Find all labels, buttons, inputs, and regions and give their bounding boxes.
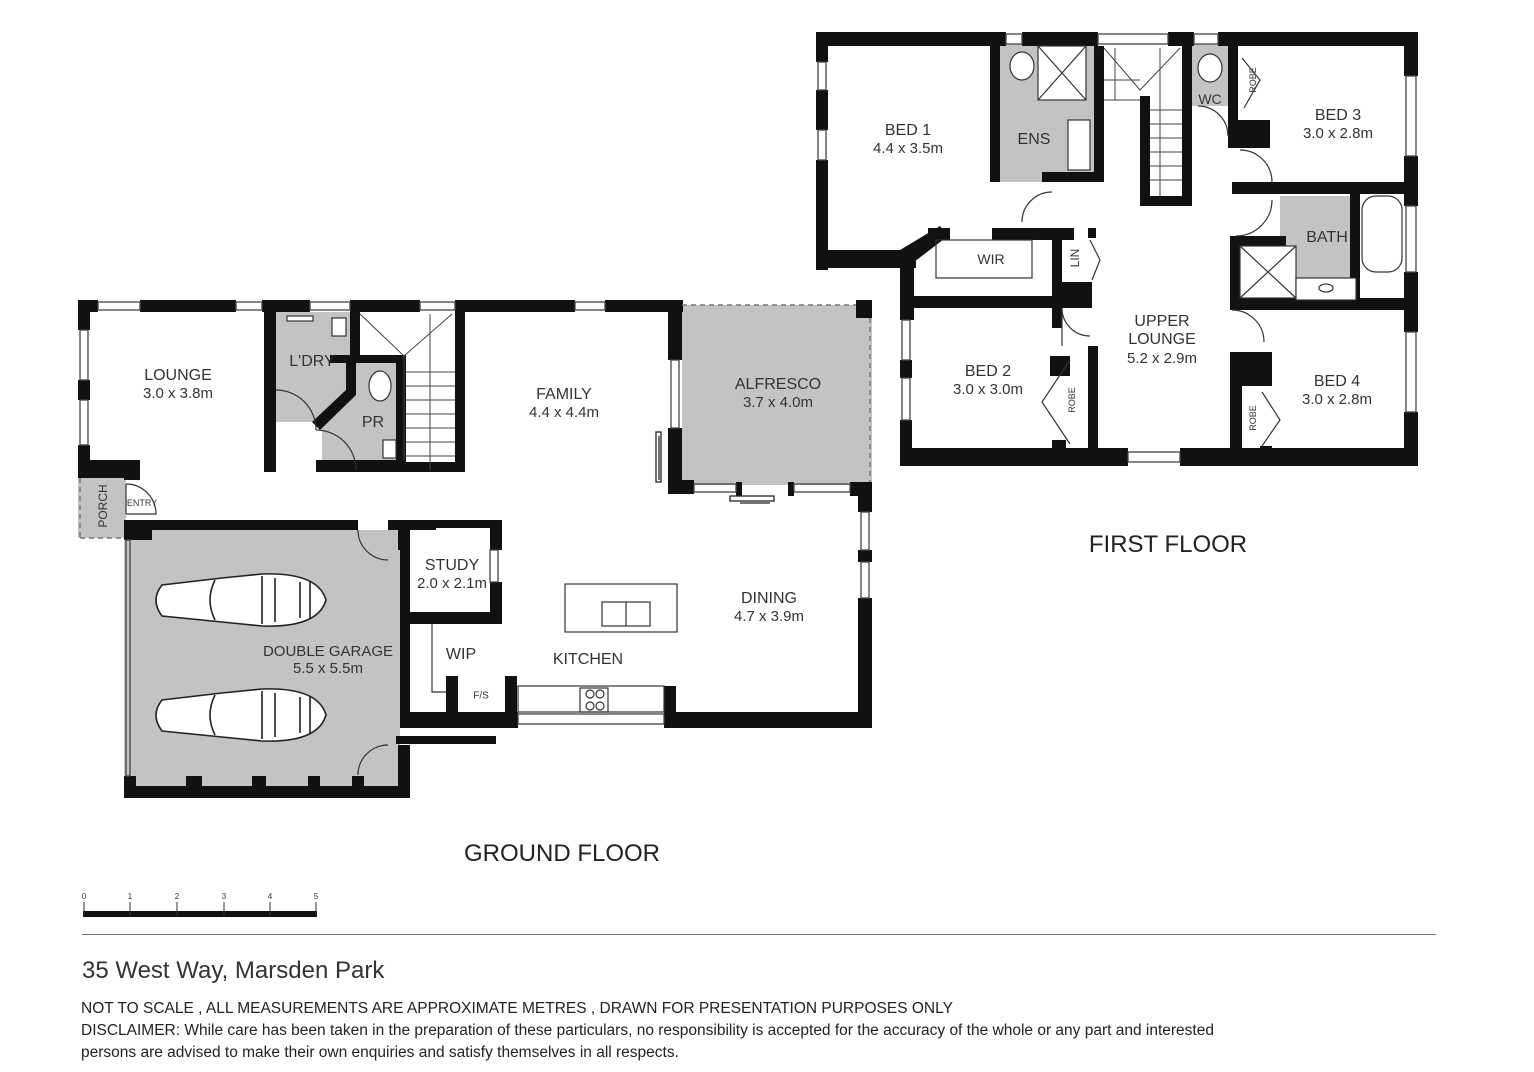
room-name: STUDY [424, 557, 480, 575]
first-floor-title: FIRST FLOOR [1088, 531, 1248, 558]
ground-fixtures [286, 315, 678, 713]
room-name: LOUNGE [144, 367, 212, 385]
room-dimensions: 3.0 x 3.0m [952, 381, 1024, 399]
room-dimensions: 5.5 x 5.5m [292, 660, 364, 677]
room-label-lounge: LOUNGE 3.0 x 3.8m [143, 367, 213, 403]
room-label-kitchen: KITCHEN [553, 651, 623, 669]
room-label-alfresco: ALFRESCO 3.7 x 4.0m [735, 376, 821, 412]
room-name: BED 2 [964, 363, 1012, 381]
scale-tick-label: 4 [267, 892, 273, 901]
room-dimensions: 5.2 x 2.9m [1126, 349, 1198, 367]
room-label-bath: BATH [1306, 229, 1347, 247]
scale-tick-label: 2 [174, 892, 180, 901]
room-name: BED 3 [1314, 107, 1362, 125]
room-label-bed-1: BED 1 4.4 x 3.5m [873, 122, 943, 158]
room-label-linen: LIN [1068, 248, 1083, 268]
room-name: BATH [1306, 228, 1348, 246]
room-name-line2: LOUNGE [1128, 331, 1196, 349]
room-name: DINING [740, 590, 797, 608]
room-dimensions: 3.0 x 2.8m [1301, 391, 1373, 409]
room-label-wir: WIR [977, 251, 1004, 267]
garage-cars [155, 573, 327, 742]
room-name: ROBE [1066, 387, 1077, 413]
room-label-robe-bed2: ROBE [1067, 387, 1077, 413]
room-label-robe-bed3: ROBE [1248, 67, 1258, 93]
room-name: WC [1198, 90, 1222, 107]
ground-floor-windows [79, 301, 870, 777]
room-name: DOUBLE GARAGE [262, 642, 394, 660]
room-label-wip: WIP [446, 646, 476, 664]
room-dimensions: 3.7 x 4.0m [742, 394, 814, 412]
room-name: BED 1 [884, 122, 932, 140]
room-dimensions: 3.0 x 2.8m [1302, 125, 1374, 143]
ground-floor-doors [125, 389, 389, 776]
room-name: ROBE [1247, 405, 1258, 431]
room-label-ensuite: ENS [1018, 131, 1051, 149]
room-dimensions: 3.0 x 3.8m [142, 385, 214, 403]
alfresco-floor [682, 305, 872, 485]
room-label-dining: DINING 4.7 x 3.9m [734, 590, 804, 626]
room-name: BED 4 [1313, 373, 1361, 391]
first-fixtures [935, 45, 1403, 301]
room-name: FAMILY [536, 386, 592, 404]
footer-divider [82, 934, 1436, 935]
ground-floor-walls [78, 300, 872, 798]
porch-floor [78, 478, 126, 538]
room-name: WIP [445, 645, 477, 663]
room-dimensions: 4.7 x 3.9m [733, 608, 805, 626]
room-label-double-garage: DOUBLE GARAGE 5.5 x 5.5m [263, 643, 393, 678]
room-name: PR [361, 413, 385, 431]
room-name-line1: UPPER [1134, 312, 1190, 330]
disclaimer-line-2: persons are advised to make their own en… [81, 1044, 679, 1061]
room-name: WIR [977, 250, 1005, 267]
scale-tick-label: 3 [221, 892, 227, 901]
room-name: KITCHEN [552, 650, 624, 668]
room-label-bed-2: BED 2 3.0 x 3.0m [953, 363, 1023, 399]
scale-bar [83, 902, 317, 917]
room-name: PORCH [96, 484, 111, 528]
ground-floor-title: GROUND FLOOR [463, 840, 661, 867]
first-floor-windows [817, 33, 1417, 463]
room-name: ALFRESCO [734, 376, 822, 394]
scale-note: NOT TO SCALE , ALL MEASUREMENTS ARE APPR… [81, 1000, 953, 1017]
room-dimensions: 2.0 x 2.1m [416, 575, 488, 593]
room-label-fridge-space: F/S [473, 690, 489, 702]
room-label-bed-4: BED 4 3.0 x 2.8m [1302, 373, 1372, 409]
property-address: 35 West Way, Marsden Park [82, 957, 385, 984]
room-label-porch: PORCH [96, 484, 111, 528]
ground-stairs [359, 313, 455, 470]
room-label-wc: WC [1198, 91, 1221, 107]
room-label-laundry: L'DRY [289, 353, 334, 371]
room-name: ROBE [1247, 67, 1258, 93]
first-floor-walls [816, 32, 1418, 466]
room-label-entry: ENTRY [127, 498, 157, 508]
room-label-powder: PR [362, 414, 384, 432]
room-label-bed-3: BED 3 3.0 x 2.8m [1303, 107, 1373, 143]
room-name: ENTRY [126, 497, 158, 508]
room-label-upper-lounge: UPPER LOUNGE 5.2 x 2.9m [1127, 313, 1197, 367]
room-name: F/S [473, 690, 489, 702]
room-name: LIN [1068, 248, 1083, 268]
ground-floor [78, 300, 872, 798]
room-name: ENS [1017, 130, 1051, 148]
upper-stairs [1103, 47, 1182, 196]
room-dimensions: 4.4 x 3.5m [872, 140, 944, 158]
first-floor [816, 32, 1418, 466]
room-label-study: STUDY 2.0 x 2.1m [417, 557, 487, 593]
scale-tick-label: 0 [81, 892, 87, 901]
room-dimensions: 4.4 x 4.4m [528, 404, 600, 422]
scale-tick-label: 1 [127, 892, 133, 901]
disclaimer-line-1: DISCLAIMER: While care has been taken in… [81, 1022, 1214, 1039]
room-label-family: FAMILY 4.4 x 4.4m [529, 386, 599, 422]
room-label-robe-bed4: ROBE [1248, 405, 1258, 431]
first-floor-doors [1021, 57, 1281, 447]
scale-tick-label: 5 [313, 892, 319, 901]
room-name: L'DRY [289, 352, 335, 370]
